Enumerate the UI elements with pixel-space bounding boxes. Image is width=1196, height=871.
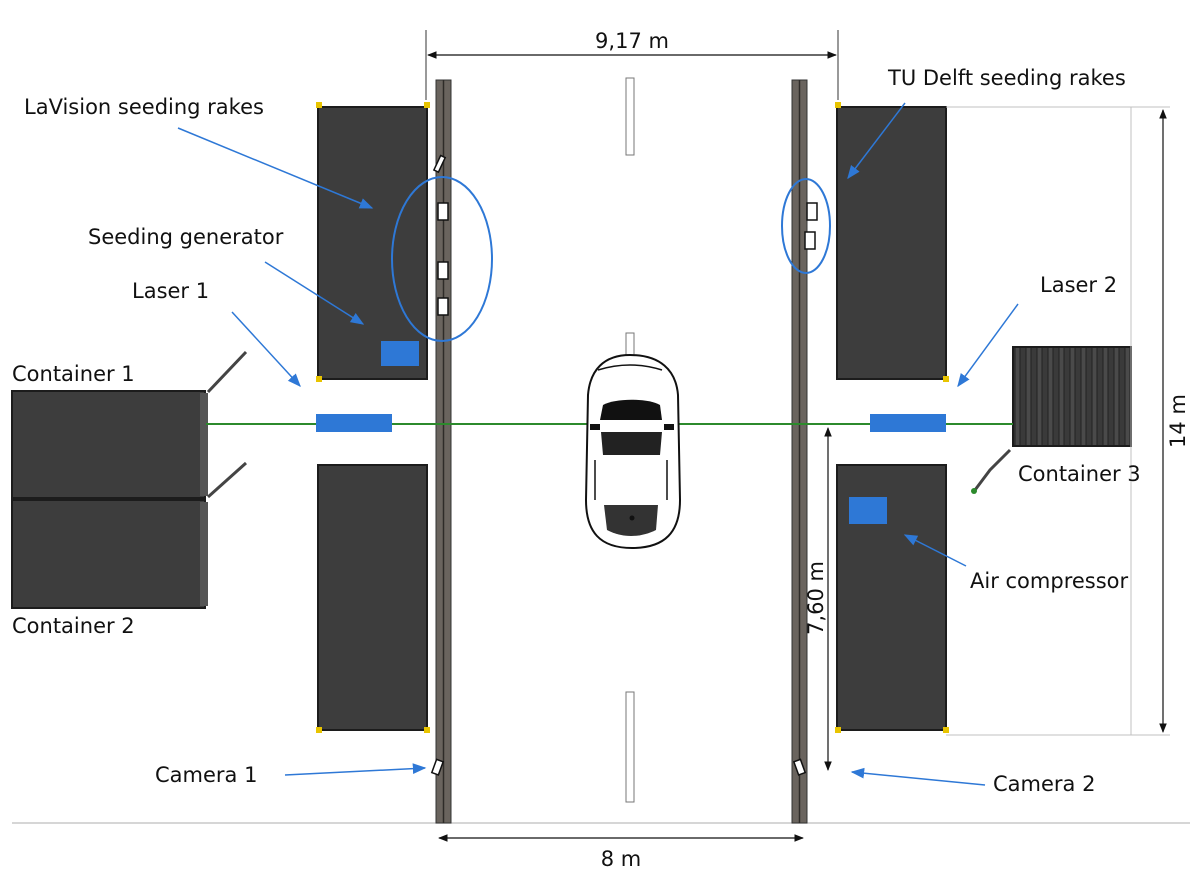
- arrow-camera-1: [284, 763, 427, 776]
- camera-1-unit: [430, 758, 445, 776]
- arrow-camera-2: [850, 767, 986, 786]
- annotation-arrows: [177, 102, 1019, 786]
- lavision-rakes-ellipse: [391, 176, 493, 342]
- left-top-container: [316, 102, 430, 382]
- lavision-rake-units: [432, 154, 449, 316]
- air-compressor-box: [849, 497, 887, 524]
- container-3: [971, 346, 1132, 494]
- dimension-top-width: [425, 30, 839, 100]
- label-tu-delft-rakes: TU Delft seeding rakes: [887, 66, 1126, 90]
- seeding-generator-box: [381, 341, 419, 366]
- label-seeding-generator: Seeding generator: [88, 225, 284, 249]
- right-rail: [791, 79, 808, 824]
- mid-height-label: 7,60 m: [804, 561, 828, 635]
- road-center-markings: [625, 77, 635, 803]
- label-container-1: Container 1: [12, 362, 135, 386]
- label-camera-1: Camera 1: [155, 763, 257, 787]
- label-lavision-rakes: LaVision seeding rakes: [24, 95, 264, 119]
- container-2: [11, 499, 208, 609]
- tu-delft-rakes-ellipse: [781, 178, 831, 274]
- label-laser-2: Laser 2: [1040, 273, 1117, 297]
- dimension-right-height: [946, 106, 1170, 736]
- label-container-2: Container 2: [12, 614, 135, 638]
- camera-2-unit: [792, 758, 807, 776]
- arrow-laser-1: [231, 311, 301, 387]
- tu-delft-rake-units: [804, 202, 818, 250]
- label-container-3: Container 3: [1018, 462, 1141, 486]
- container-1: [11, 350, 248, 499]
- arrow-tu-delft-rakes: [847, 102, 906, 180]
- left-rail: [435, 79, 452, 824]
- car-top-view: [584, 353, 682, 550]
- arrow-laser-2: [957, 303, 1019, 388]
- label-laser-1: Laser 1: [132, 279, 209, 303]
- laser-2-box: [870, 414, 946, 432]
- arrow-seeding-generator: [264, 261, 365, 325]
- laser-1-box: [316, 414, 392, 432]
- top-width-label: 9,17 m: [595, 29, 669, 53]
- left-bottom-container: [316, 464, 430, 733]
- arrow-air-compressor: [903, 534, 967, 567]
- right-top-container: [835, 102, 949, 382]
- label-air-compressor: Air compressor: [970, 569, 1129, 593]
- arrow-lavision-rakes: [177, 127, 374, 209]
- right-height-label: 14 m: [1166, 394, 1190, 448]
- label-camera-2: Camera 2: [993, 772, 1095, 796]
- right-bottom-container: [835, 464, 949, 733]
- bottom-width-label: 8 m: [601, 847, 642, 871]
